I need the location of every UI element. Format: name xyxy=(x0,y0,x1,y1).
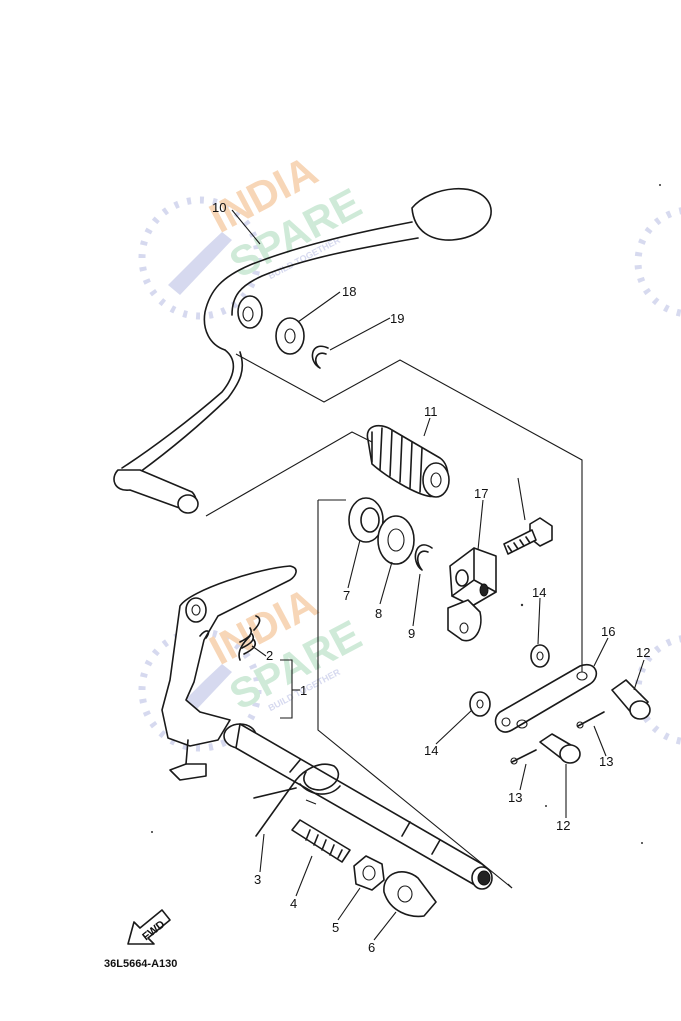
callout-12-right: 12 xyxy=(636,645,650,660)
callout-4: 4 xyxy=(290,896,297,911)
joint-16 xyxy=(447,547,497,642)
callout-8: 8 xyxy=(375,606,382,621)
spring-2 xyxy=(199,615,261,661)
pedal-rubber-11 xyxy=(366,424,450,498)
callout-17: 18 xyxy=(342,284,356,299)
callout-12-lower: 12 xyxy=(556,818,570,833)
diagram-reference-code: 36L5664-A130 xyxy=(104,958,177,970)
cotter-pin-14-lower xyxy=(510,749,537,765)
washer-8 xyxy=(377,515,415,565)
oil-seal-7 xyxy=(348,497,384,543)
callout-14-right: 13 xyxy=(599,754,613,769)
shift-shaft-1 xyxy=(161,565,493,890)
nut-5 xyxy=(353,855,385,891)
watermark-right-edge xyxy=(634,207,681,745)
callouts: 10 18 19 11 17 7 8 9 14 16 12 2 1 14 13 … xyxy=(212,200,650,955)
callout-7: 7 xyxy=(343,588,350,603)
torsion-spring-3 xyxy=(253,763,341,837)
leader-lines xyxy=(231,209,645,941)
pin-12-lower xyxy=(539,733,581,764)
stud-bolt-4 xyxy=(291,819,351,863)
circlip-18 xyxy=(311,345,329,369)
watermark-top: INDIA SPARE BUILD TOGETHER xyxy=(138,147,369,320)
shift-rod-15 xyxy=(494,663,598,733)
callout-13-upper: 14 xyxy=(532,585,546,600)
cotter-pin-14-right xyxy=(576,711,605,729)
shift-pedal xyxy=(113,187,492,514)
fwd-arrow-icon: FWD xyxy=(127,909,171,945)
callout-9: 9 xyxy=(408,626,415,641)
washer-13-upper xyxy=(530,644,550,668)
scan-specks xyxy=(151,184,661,844)
callout-18: 19 xyxy=(390,311,404,326)
circlip-9 xyxy=(414,544,433,571)
callout-2: 2 xyxy=(266,648,273,663)
callout-1: 1 xyxy=(300,683,307,698)
pin-12-right xyxy=(611,679,651,720)
collar-6 xyxy=(383,871,437,918)
callout-6: 6 xyxy=(368,940,375,955)
callout-14-lower: 13 xyxy=(508,790,522,805)
washer-17 xyxy=(275,317,305,355)
callout-11: 11 xyxy=(424,404,438,419)
callout-3: 3 xyxy=(254,872,261,887)
callout-10: 10 xyxy=(212,200,226,215)
callout-13-lower: 14 xyxy=(424,743,438,758)
callout-15: 16 xyxy=(601,624,615,639)
callout-16: 17 xyxy=(474,486,488,501)
washer-13-lower xyxy=(469,691,491,717)
bolt-19 xyxy=(503,517,553,555)
callout-5: 5 xyxy=(332,920,339,935)
assembly-outline xyxy=(205,353,583,889)
